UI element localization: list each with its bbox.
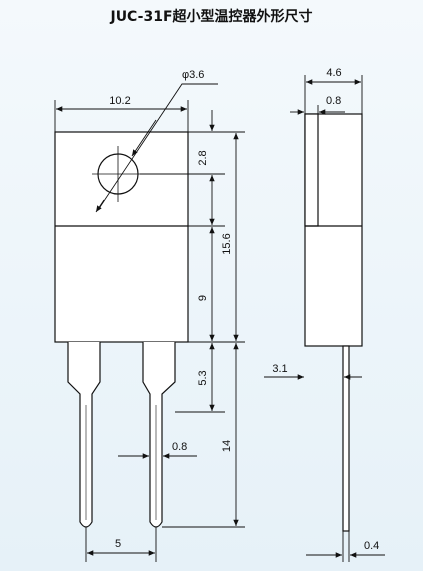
dim-lower-body: 9 xyxy=(197,295,209,301)
dim-width-front: 10.2 xyxy=(109,95,130,107)
package-body xyxy=(54,131,189,343)
front-view xyxy=(54,131,189,343)
dim-lead-thickness: 0.4 xyxy=(364,540,379,552)
left-lead xyxy=(67,342,101,528)
side-lead xyxy=(342,345,350,532)
dim-hole-center: 2.8 xyxy=(197,150,209,165)
side-body xyxy=(304,113,363,347)
dim-tab-thickness: 0.8 xyxy=(326,95,341,107)
dim-lead-width: 0.8 xyxy=(172,441,187,453)
leads xyxy=(67,342,176,528)
right-lead xyxy=(142,342,176,528)
dim-lead-pitch: 5 xyxy=(115,538,121,550)
side-tab xyxy=(304,113,319,227)
dim-hole-diameter: φ3.6 xyxy=(182,69,204,81)
side-view xyxy=(304,113,363,532)
page-title: JUC-31F超小型温控器外形尺寸 xyxy=(110,9,313,25)
dim-thickness: 4.6 xyxy=(326,67,341,79)
dim-lead-offset: 3.1 xyxy=(272,363,287,375)
dim-lead-length: 14 xyxy=(221,440,233,452)
dim-body-height: 15.6 xyxy=(221,233,233,254)
dim-lead-shoulder: 5.3 xyxy=(197,370,209,385)
